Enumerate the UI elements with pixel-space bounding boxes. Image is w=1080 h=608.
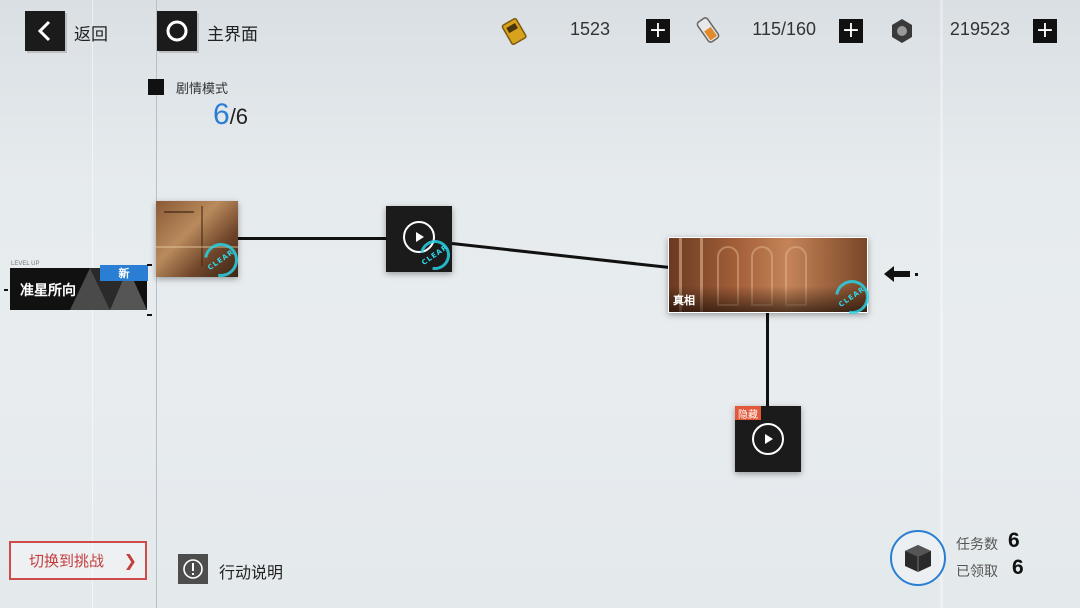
exclamation-icon	[183, 559, 203, 579]
reward-box-button[interactable]	[890, 530, 946, 586]
stage-node-3[interactable]: 真相 CLEAR	[668, 237, 876, 321]
light-streak	[940, 0, 943, 608]
side-card-title: 准星所向	[20, 283, 76, 299]
mode-square-icon	[148, 79, 164, 95]
home-button[interactable]	[157, 11, 197, 51]
progress-total: /6	[229, 104, 249, 129]
chevron-right-icon: ❯	[123, 551, 137, 570]
play-icon	[752, 423, 784, 455]
home-label[interactable]: 主界面	[207, 25, 258, 45]
left-panel-divider	[156, 0, 157, 608]
bracket-bottom	[147, 314, 152, 316]
mode-progress: 6/6	[213, 98, 248, 132]
stage-node-1[interactable]: CLEAR	[156, 201, 245, 284]
stage-title: 真相	[673, 294, 695, 307]
back-label[interactable]: 返回	[74, 25, 108, 45]
stage-thumbnail	[669, 238, 867, 312]
switch-to-challenge-button[interactable]: 切换到挑战 ❯	[9, 541, 147, 580]
home-circle-icon	[166, 20, 188, 42]
path-line	[238, 237, 388, 240]
current-stage-arrow-icon	[884, 266, 918, 282]
mode-label: 剧情模式	[176, 82, 229, 97]
reward-crate-icon	[905, 545, 931, 572]
back-button[interactable]	[25, 11, 65, 51]
side-card-marker	[4, 289, 8, 291]
path-line	[766, 313, 769, 408]
info-button[interactable]	[178, 554, 208, 584]
side-card-small-text: LEVEL UP	[11, 261, 40, 267]
stage-thumbnail	[156, 201, 238, 277]
play-icon	[403, 221, 435, 253]
ticket-icon	[501, 17, 527, 46]
path-line	[451, 242, 669, 269]
add-gear-button[interactable]: +	[1033, 19, 1057, 43]
task-count-label: 任务数	[956, 537, 998, 553]
stage-node-4[interactable]: 隐藏	[735, 406, 801, 472]
add-stamina-button[interactable]: +	[646, 19, 670, 43]
hidden-tag: 隐藏	[735, 406, 761, 421]
gear-nut-icon	[892, 19, 912, 43]
resource-value-gear: 219523	[949, 19, 1010, 39]
claimed-label: 已领取	[956, 564, 998, 580]
resource-value-stamina: 1523	[569, 19, 610, 39]
chevron-left-icon	[37, 20, 51, 42]
info-label[interactable]: 行动说明	[219, 563, 284, 582]
task-count: 6	[1008, 529, 1020, 552]
claimed-count: 6	[1012, 556, 1024, 579]
new-badge: 新	[100, 265, 148, 281]
switch-label: 切换到挑战	[29, 552, 105, 570]
bracket-top	[147, 264, 152, 266]
side-card-pattern	[10, 268, 147, 310]
resource-value-battery: 115/160	[752, 19, 816, 39]
battery-icon	[696, 17, 720, 43]
stage-node-2[interactable]: CLEAR	[386, 206, 456, 276]
progress-current: 6	[213, 98, 230, 131]
add-battery-button[interactable]: +	[839, 19, 863, 43]
